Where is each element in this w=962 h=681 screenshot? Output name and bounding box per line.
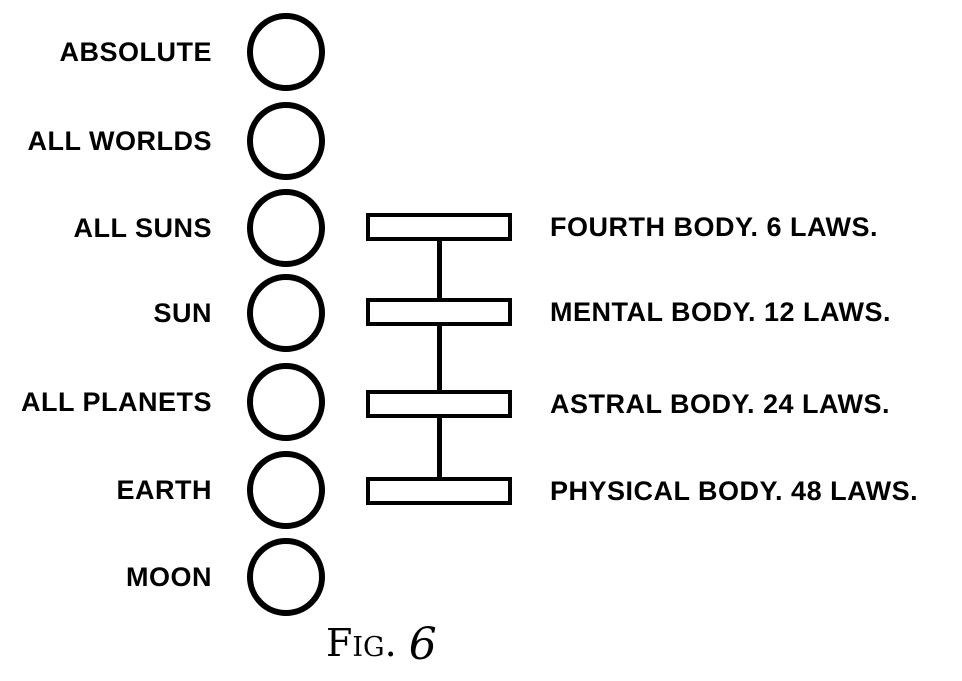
body-label-astral-body: ASTRAL BODY. 24 LAWS. (550, 389, 891, 419)
circle-earth (247, 451, 325, 529)
bodies-connector-line (437, 227, 442, 491)
body-label-physical-body: PHYSICAL BODY. 48 LAWS. (550, 476, 919, 506)
figure-caption: Fig. 6 (326, 619, 437, 670)
level-label-all-worlds: ALL WORLDS (27, 126, 212, 156)
level-label-all-suns: ALL SUNS (73, 213, 212, 243)
circle-all-worlds (247, 102, 325, 180)
level-label-sun: SUN (153, 298, 212, 328)
body-label-fourth-body: FOURTH BODY. 6 LAWS. (550, 212, 879, 242)
body-label-mental-body: MENTAL BODY. 12 LAWS. (550, 297, 892, 327)
figure-caption-number: 6 (408, 619, 437, 670)
level-label-moon: MOON (126, 562, 212, 592)
level-label-earth: EARTH (116, 475, 212, 505)
figure-caption-prefix: Fig. (326, 621, 397, 665)
circle-moon (247, 538, 325, 616)
body-box-physical-body (366, 477, 512, 505)
body-box-astral-body (366, 390, 512, 418)
circle-all-suns (247, 189, 325, 267)
circle-absolute (247, 13, 325, 91)
body-box-mental-body (366, 298, 512, 326)
level-label-all-planets: ALL PLANETS (20, 387, 212, 417)
circle-sun (247, 274, 325, 352)
level-label-absolute: ABSOLUTE (59, 37, 212, 67)
body-box-fourth-body (366, 213, 512, 241)
circle-all-planets (247, 363, 325, 441)
